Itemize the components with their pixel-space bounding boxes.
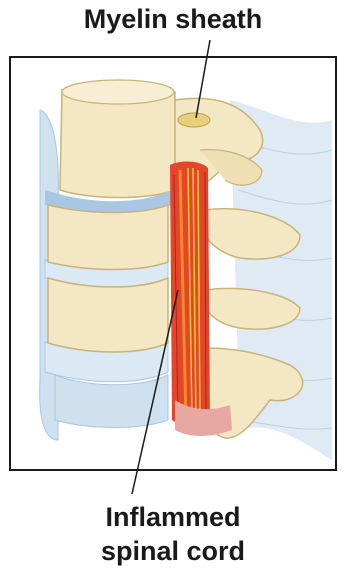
inflamed-label-line2: spinal cord (0, 534, 346, 568)
inflamed-spinal-cord-label: Inflammed spinal cord (0, 500, 346, 568)
spinal-cord (170, 162, 210, 426)
vertebral-bodies (48, 205, 168, 428)
inflamed-label-line1: Inflammed (0, 500, 346, 534)
